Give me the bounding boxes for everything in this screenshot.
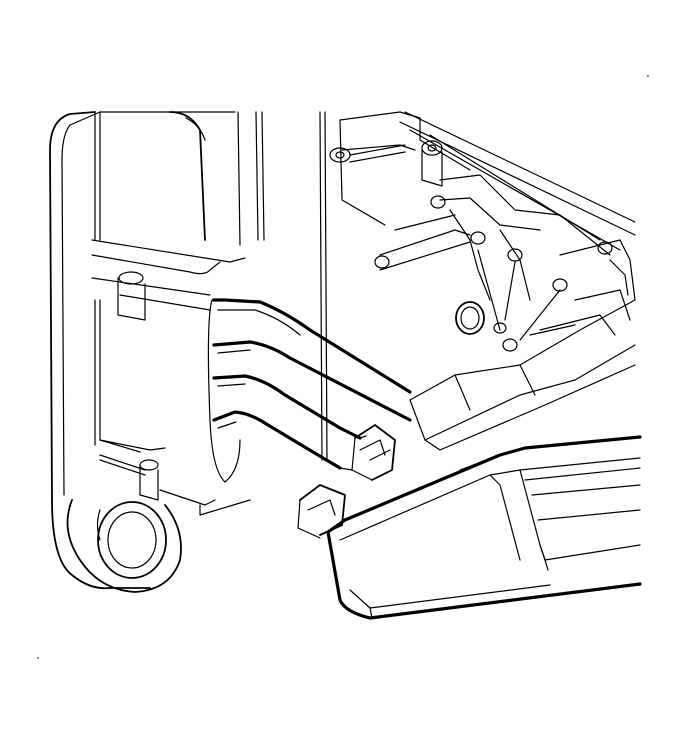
left-housing (49, 111, 328, 590)
air-duct (409, 299, 636, 451)
heater-core (326, 435, 642, 620)
heater-hoses (207, 298, 412, 483)
mounting-bolt-ring (66, 499, 182, 593)
cowl-bracket (329, 111, 636, 352)
registration-marks (37, 75, 649, 659)
